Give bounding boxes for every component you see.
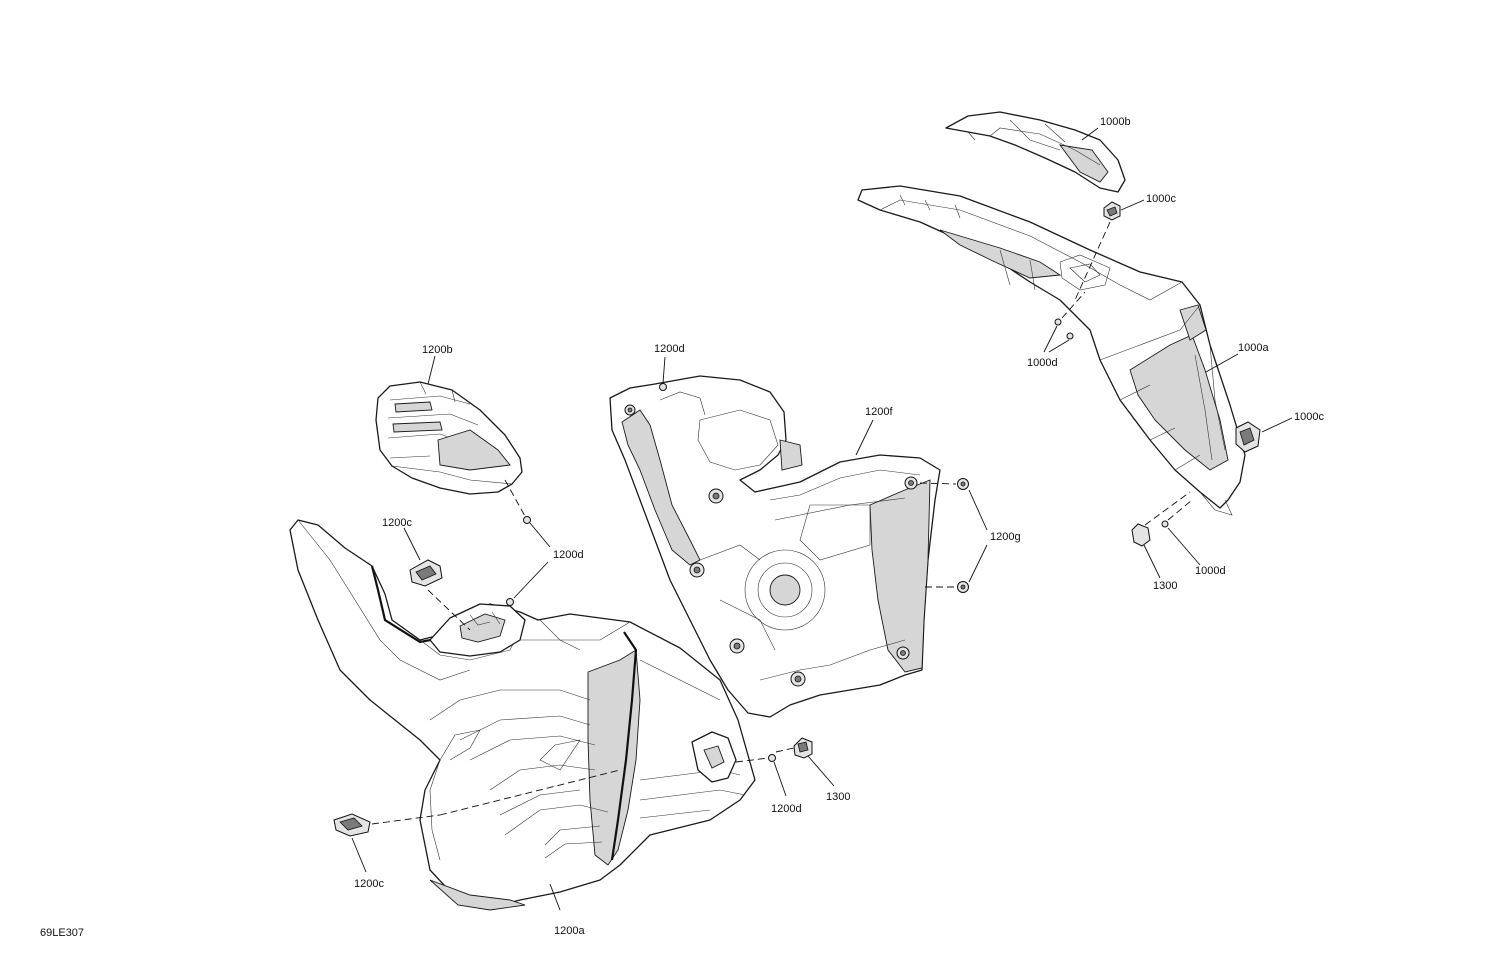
hardware-1000c-right bbox=[1235, 417, 1293, 453]
hardware-1200d-top bbox=[659, 356, 667, 391]
callout-1000c-top: 1000c bbox=[1146, 193, 1176, 205]
hardware-1300-right bbox=[1131, 491, 1191, 579]
callout-1200f: 1200f bbox=[865, 406, 893, 418]
callout-1200d-mid: 1200d bbox=[553, 549, 584, 561]
callout-1000a: 1000a bbox=[1238, 342, 1269, 354]
callout-1200d-bottom: 1200d bbox=[771, 803, 802, 815]
hardware-1200g bbox=[919, 478, 988, 593]
callout-1200d-top: 1200d bbox=[654, 343, 685, 355]
reference-code: 69LE307 bbox=[40, 927, 84, 939]
part-1000b bbox=[945, 111, 1126, 193]
callout-1300-left: 1300 bbox=[826, 791, 850, 803]
hardware-1200d-mid bbox=[523, 516, 551, 548]
callout-1000c-right: 1000c bbox=[1294, 411, 1324, 423]
hardware-1000d-top bbox=[1043, 291, 1086, 353]
callout-1300-right: 1300 bbox=[1153, 580, 1177, 592]
hardware-1200c-bottom bbox=[333, 769, 621, 873]
callout-1200b: 1200b bbox=[422, 344, 453, 356]
callout-1000b: 1000b bbox=[1100, 116, 1131, 128]
hardware-1200c-top bbox=[403, 527, 471, 631]
hardware-1200d-bottom bbox=[735, 754, 787, 797]
part-1200a bbox=[289, 519, 756, 911]
part-1200f bbox=[609, 375, 941, 718]
hardware-1200d-mid2 bbox=[506, 561, 549, 606]
hardware-1000c-top bbox=[1074, 199, 1145, 301]
callout-1000d-top: 1000d bbox=[1027, 357, 1058, 369]
callout-1200g: 1200g bbox=[990, 531, 1021, 543]
hardware-1000d-bottom bbox=[1161, 499, 1201, 566]
callout-1200a: 1200a bbox=[554, 925, 585, 937]
callout-1200c-bottom: 1200c bbox=[354, 878, 384, 890]
callout-1200c-top: 1200c bbox=[382, 517, 412, 529]
part-1000a bbox=[857, 185, 1246, 516]
hardware-1300-left bbox=[775, 737, 835, 787]
callout-1000d-bottom: 1000d bbox=[1195, 565, 1226, 577]
part-1200b bbox=[375, 355, 527, 519]
